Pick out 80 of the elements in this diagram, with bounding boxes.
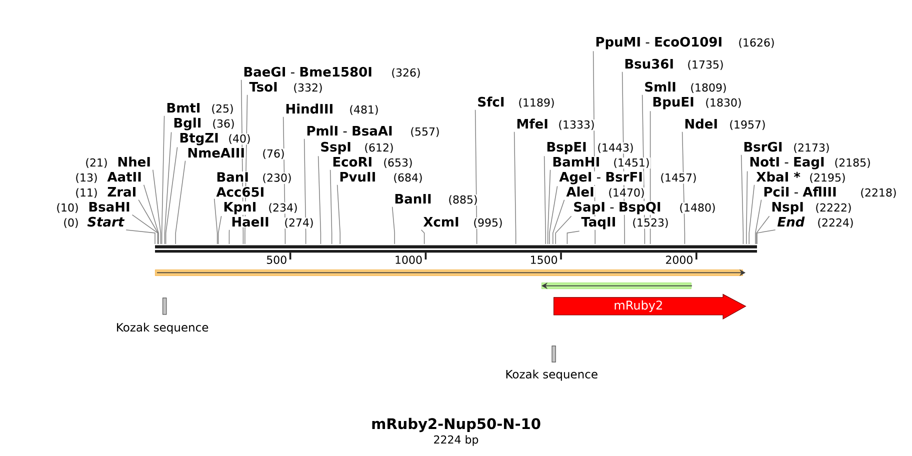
cut-site-label: BamHI (1451) <box>552 156 650 169</box>
cut-site-label: BmtI (25) <box>166 102 234 115</box>
leader-line <box>756 216 770 244</box>
cut-site-label: XbaI * (2195) <box>756 170 846 184</box>
leader-line <box>336 184 340 244</box>
leader-line <box>165 146 178 244</box>
leader-line <box>164 132 172 244</box>
cut-site-label: PvuII (684) <box>338 171 424 184</box>
tick-label: 1500 <box>531 256 558 264</box>
cut-site-label: (11) ZraI <box>74 186 138 199</box>
cut-site-label: TsoI (332) <box>248 81 324 94</box>
cut-site-label: PpuMI - EcoO109I (1626) <box>594 36 776 50</box>
cut-site-label: HaeII (274) <box>230 216 314 229</box>
leader-line <box>175 160 186 244</box>
leader-line <box>756 229 776 244</box>
cut-site-label: (10) BsaHI <box>56 201 132 214</box>
cut-site-label: (21) NheI <box>84 156 152 169</box>
cut-site-label: SmlI (1809) <box>644 80 728 94</box>
leader-line <box>392 206 395 244</box>
cut-site-label: (0) Start <box>62 216 125 229</box>
cut-site-label: NdeI (1957) <box>684 118 766 131</box>
feature-label: Kozak sequence <box>117 322 208 334</box>
leader-line <box>304 138 306 244</box>
cut-site-label: AleI (1470) <box>566 186 646 199</box>
dna-backbone <box>155 245 757 253</box>
cut-site-label: BanII (885) <box>394 193 478 206</box>
cut-site-label: SfcI (1189) <box>476 96 556 109</box>
cut-site-label: SapI - BspQI (1480) <box>572 201 716 215</box>
cut-site-label: BsrGI (2173) <box>742 141 830 154</box>
cut-site-label: BanI (230) Acc65I <box>216 172 292 198</box>
cut-site-label: KpnI (234) <box>222 201 298 215</box>
cut-site-label: Bsu36I (1735) <box>624 58 724 71</box>
leader-line <box>746 170 748 244</box>
cut-site-label: EcoRI (653) <box>332 156 414 169</box>
cut-site-label: BspEI (1443) <box>546 141 634 155</box>
title: mRuby2-Nup50-N-10 <box>372 418 540 432</box>
cut-site-label: TaqII (1523) <box>580 216 670 230</box>
cut-site-label: XcmI (995) <box>422 216 504 229</box>
feature-band <box>542 282 692 290</box>
leader-line <box>748 184 755 244</box>
leader-line <box>228 229 230 244</box>
cut-site-label: BpuEI (1830) <box>652 96 742 110</box>
leader-line <box>514 131 516 244</box>
cut-site-label: HindIII (481) <box>284 102 380 116</box>
leader-line <box>755 199 762 244</box>
cut-site-label: NmeAIII (76) <box>186 147 286 160</box>
cut-site-label: BaeGI - Bme1580I (326) <box>242 66 422 79</box>
tick-label: 1000 <box>396 256 422 264</box>
leader-line <box>555 216 572 244</box>
leader-line <box>143 184 159 244</box>
cut-site-label: PciI - AflIII (2218) <box>762 186 898 199</box>
leader-line <box>549 186 558 244</box>
feature-label: Kozak sequence <box>506 370 598 381</box>
cut-site-label: End (2224) <box>776 216 854 229</box>
cut-site-label: PmlI - BsaAI (557) <box>306 124 440 138</box>
leader-line <box>152 169 162 244</box>
leader-line <box>740 154 744 244</box>
leader-line <box>420 229 425 244</box>
leader-line <box>126 229 156 244</box>
caption: 2224 bp <box>434 435 478 446</box>
cut-site-label: BglI (36) <box>172 116 236 131</box>
leader-line <box>552 199 565 244</box>
cut-site-label: BtgZI (40) <box>178 132 252 146</box>
leader-line <box>214 198 218 244</box>
tick-label: 500 <box>266 256 286 264</box>
cut-site-label: NotI - EagI (2185) <box>748 156 872 170</box>
leader-line <box>547 169 551 244</box>
leader-line <box>138 199 158 244</box>
cut-site-label: (13) AatII <box>74 171 143 184</box>
leader-line <box>218 216 222 244</box>
cut-site-label: NspI (2222) <box>770 201 852 215</box>
leader-line <box>544 156 546 244</box>
leader-line <box>330 169 332 244</box>
cut-site-label: AgeI - BsrFI (1457) <box>558 171 698 185</box>
leader-line <box>161 115 165 244</box>
tick-label: 2000 <box>666 256 692 264</box>
cut-site-label: MfeI (1333) <box>516 118 596 131</box>
leader-line <box>566 230 580 244</box>
leader-line <box>318 156 322 244</box>
cut-site-label: SspI (612) <box>320 141 394 155</box>
